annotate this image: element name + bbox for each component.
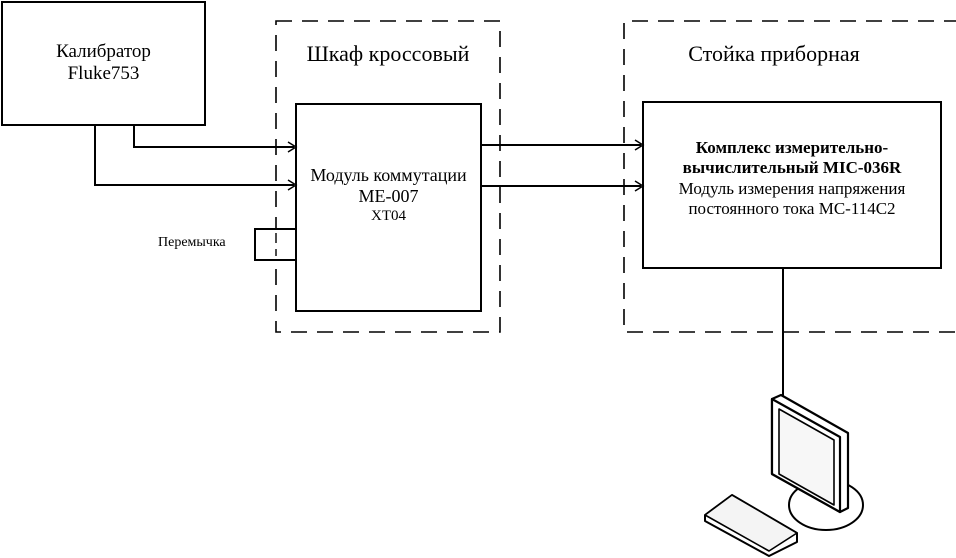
jumper-label: Перемычка	[158, 235, 226, 250]
complex-module-line2: постоянного тока МС-114С2	[688, 199, 896, 219]
arrowhead-module-lower	[287, 179, 298, 191]
computer-monitor-keyboard-icon	[704, 393, 864, 557]
connection-calibrator-module-lower	[94, 125, 294, 186]
complex-name-line1: Комплекс измерительно-	[695, 138, 889, 157]
complex-label: Комплекс измерительно- вычислительный MI…	[643, 138, 941, 220]
cross-cabinet-container	[275, 20, 501, 333]
keyboard-top-icon	[704, 494, 798, 552]
connection-calibrator-module-upper	[133, 125, 294, 148]
arrowhead-module-upper	[287, 141, 298, 153]
arrowhead-complex-lower	[634, 180, 645, 192]
calibrator-model: Fluke753	[67, 62, 140, 84]
module-box	[295, 103, 482, 312]
calibrator-label: Калибратор Fluke753	[2, 41, 205, 85]
complex-module-line1: Модуль измерения напряжения	[678, 178, 906, 198]
complex-box	[642, 101, 942, 269]
complex-name-line2: вычислительный MIC-036R	[682, 158, 902, 178]
instrument-rack-container	[623, 20, 956, 333]
calibrator-name: Калибратор	[56, 41, 151, 62]
arrowhead-complex-upper	[634, 139, 645, 151]
module-label: Модуль коммутации ME-007 XT04	[296, 165, 481, 226]
module-connector: XT04	[371, 208, 406, 225]
monitor-screen-icon	[778, 408, 835, 506]
calibrator-box	[1, 1, 206, 126]
module-name: Модуль коммутации	[310, 165, 467, 185]
cross-cabinet-title: Шкаф кроссовый	[306, 41, 470, 66]
instrument-rack-title: Стойка приборная	[688, 41, 860, 66]
module-model: ME-007	[358, 185, 419, 206]
